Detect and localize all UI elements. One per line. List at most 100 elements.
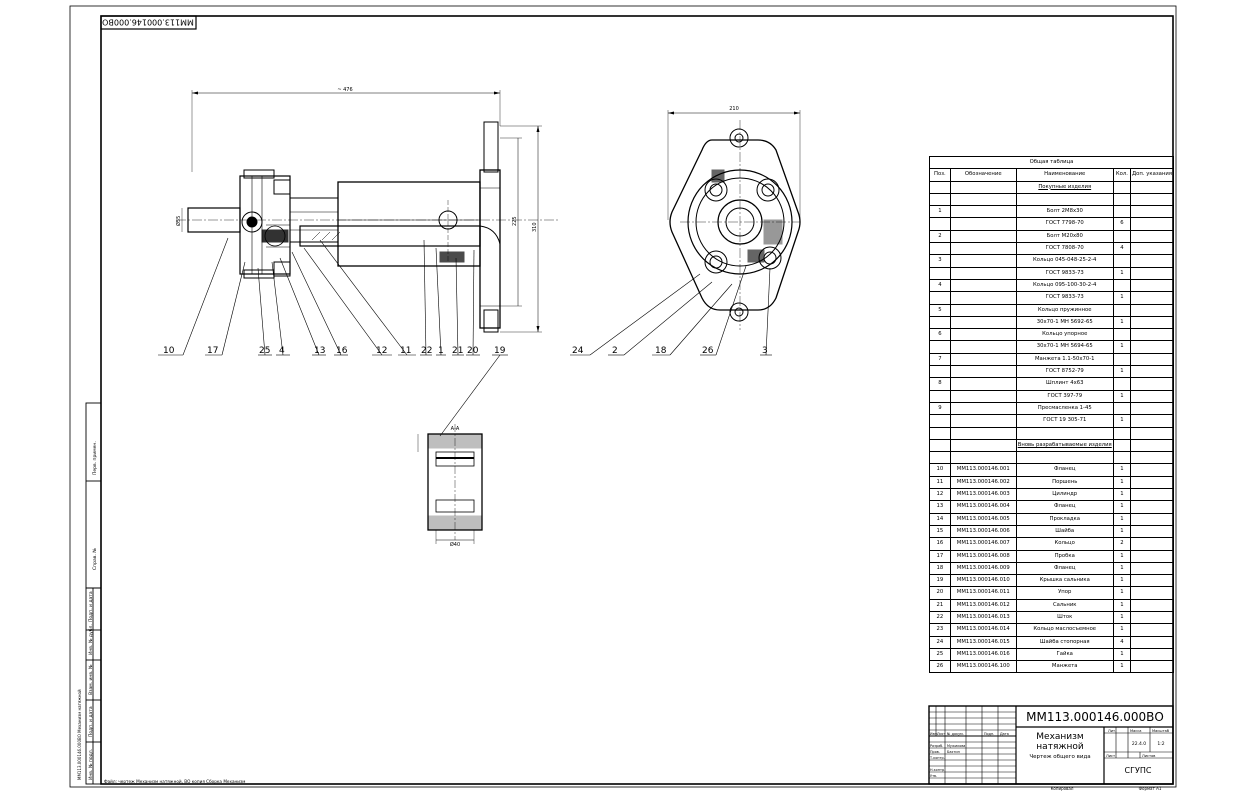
spec-cell-pos: 7 (929, 352, 951, 367)
tb-col-scale: Масштаб (1152, 729, 1170, 733)
spec-cell-pos: 15 (929, 524, 951, 539)
spec-cell-note (1130, 574, 1174, 588)
tb-sheets-label: Листов (1142, 754, 1155, 758)
spec-cell-pos: 25 (929, 647, 951, 662)
spec-cell-pos (929, 340, 951, 354)
spec-cell-qty (1112, 377, 1132, 391)
dim-dia-section: Ø40 (450, 541, 460, 548)
spec-cell-desig (949, 352, 1017, 367)
spec-cell-desig: ММ113.000146.007 (949, 537, 1017, 551)
spec-cell-desig (949, 401, 1017, 416)
spec-cell-qty: 1 (1112, 500, 1132, 514)
callout-21: 21 (452, 346, 463, 356)
spec-cell-pos: 1 (929, 205, 951, 219)
dim-height-right: 310 (532, 222, 538, 232)
spec-cell-pos (929, 217, 951, 231)
side-view (570, 110, 801, 356)
spec-cell-note (1130, 660, 1174, 674)
spec-cell-name: Пробка (1015, 549, 1114, 563)
spec-cell-qty: 1 (1112, 266, 1132, 280)
tb-role-1: Разраб. (930, 744, 943, 748)
callout-19: 19 (494, 346, 506, 356)
tb-role-3: Т.контр. (929, 756, 945, 760)
callout-12: 12 (376, 346, 387, 356)
spec-header-pos: Поз. (929, 168, 951, 182)
spec-cell-note (1130, 266, 1174, 280)
spec-cell-desig (949, 426, 1017, 440)
side-label-7: Инв. № подл. (88, 749, 94, 780)
spec-cell-note (1130, 315, 1174, 330)
spec-cell-pos: 13 (929, 500, 951, 514)
spec-cell-pos (929, 315, 951, 330)
spec-cell-qty: 1 (1112, 623, 1132, 637)
spec-cell-note (1130, 537, 1174, 551)
spec-cell-note (1130, 512, 1174, 526)
spec-cell-desig: ММ113.000146.009 (949, 561, 1017, 576)
tb-mass-value: 22.4.0 (1132, 741, 1146, 747)
spec-cell-pos (929, 365, 951, 379)
spec-cell-note (1130, 291, 1174, 305)
spec-title: Общая таблица (929, 155, 1174, 170)
spec-cell-pos (929, 180, 951, 194)
tb-row-list: Лист (937, 732, 946, 736)
front-view (158, 90, 560, 437)
spec-cell-name: ГОСТ 8752-79 (1015, 365, 1114, 379)
side-callouts: 24 2 18 26 3 (572, 346, 768, 356)
spec-cell-desig (949, 229, 1017, 244)
spec-cell-desig (949, 242, 1017, 256)
spec-cell-name: Цилиндр (1015, 488, 1114, 502)
callout-4: 4 (279, 346, 285, 356)
spec-header-qty: Кол. (1112, 168, 1132, 182)
spec-cell-pos: 11 (929, 475, 951, 490)
spec-cell-desig: ММ113.000146.003 (949, 488, 1017, 502)
spec-cell-name: Шайба стопорная (1015, 635, 1114, 649)
spec-cell-name: Кольцо 095-100-30-2-4 (1015, 278, 1114, 293)
spec-cell-note (1130, 278, 1174, 293)
top-code-box (100, 15, 197, 30)
spec-row (929, 426, 1174, 440)
spec-cell-desig (949, 192, 1017, 207)
spec-cell-name: Болт 2М8х30 (1015, 205, 1114, 219)
spec-row: 1 Болт 2М8х30 (929, 205, 1174, 219)
spec-cell-desig: ММ113.000146.014 (949, 623, 1017, 637)
spec-cell-qty (1112, 254, 1132, 268)
spec-cell-note (1130, 524, 1174, 539)
spec-cell-desig (949, 328, 1017, 342)
bottom-note: Файл: чертеж Механизм натяжной, ВО копия… (104, 779, 245, 784)
spec-cell-qty: 4 (1112, 635, 1132, 649)
tb-name-2: Бахтин (947, 750, 960, 754)
spec-cell-pos (929, 242, 951, 256)
spec-cell-qty: 1 (1112, 389, 1132, 403)
spec-cell-pos: 8 (929, 377, 951, 391)
spec-row (929, 451, 1174, 465)
spec-cell-qty (1112, 278, 1132, 293)
spec-cell-desig: ММ113.000146.012 (949, 598, 1017, 612)
spec-cell-pos: 6 (929, 328, 951, 342)
spec-cell-pos: 16 (929, 537, 951, 551)
spec-cell-desig: ММ113.000146.100 (949, 660, 1017, 674)
spec-cell-pos: 24 (929, 635, 951, 649)
spec-cell-qty: 1 (1112, 414, 1132, 428)
spec-cell-note (1130, 205, 1174, 219)
spec-cell-pos (929, 414, 951, 428)
spec-cell-note (1130, 328, 1174, 342)
spec-cell-desig (949, 451, 1017, 465)
callout-18: 18 (655, 346, 667, 356)
side-label-5: Взам. инв. № (88, 664, 94, 695)
spec-cell-note (1130, 340, 1174, 354)
spec-cell-name: Манжета (1015, 660, 1114, 674)
spec-table: Общая таблица Поз. Обозначение Наименова… (929, 155, 1174, 674)
spec-cell-desig (949, 303, 1017, 317)
spec-cell-note (1130, 352, 1174, 367)
spec-cell-desig (949, 438, 1017, 453)
callout-22: 22 (421, 346, 432, 356)
